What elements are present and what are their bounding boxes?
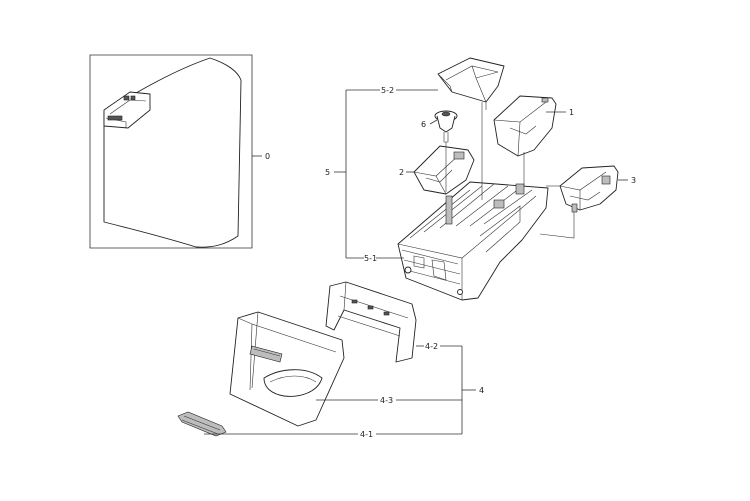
drawer-panel-part-4-3 xyxy=(229,311,345,427)
callout-5-2: 5-2 xyxy=(381,86,394,95)
callout-5: 5 xyxy=(325,168,330,177)
washer-cabinet-part-0 xyxy=(103,57,242,248)
front-bracket-part-4-2 xyxy=(325,281,417,363)
callout-4-2: 4-2 xyxy=(425,342,438,351)
callout-labels: 0 5-2 6 1 5 2 3 5-1 4-2 4 4-3 4-1 xyxy=(265,86,636,439)
callout-4-1: 4-1 xyxy=(360,430,373,439)
label-strip-part-4-1 xyxy=(177,411,227,437)
rinse-cup-part-3 xyxy=(559,165,619,213)
callout-5-1: 5-1 xyxy=(364,254,377,263)
callout-2: 2 xyxy=(399,168,404,177)
siphon-valve-part-6 xyxy=(434,110,458,143)
callout-1: 1 xyxy=(569,108,574,117)
detergent-cup-part-2 xyxy=(413,145,475,195)
callout-0: 0 xyxy=(265,152,270,161)
leader-lines xyxy=(204,89,628,435)
callout-4-3: 4-3 xyxy=(380,396,393,405)
dispenser-compartment-part-5-2 xyxy=(437,57,505,103)
inset-frame xyxy=(89,54,253,249)
callout-3: 3 xyxy=(631,176,636,185)
callout-4: 4 xyxy=(479,386,484,395)
softener-cup-part-1 xyxy=(493,95,557,157)
dispenser-housing-part-5-1 xyxy=(397,181,549,301)
callout-6: 6 xyxy=(421,120,426,129)
